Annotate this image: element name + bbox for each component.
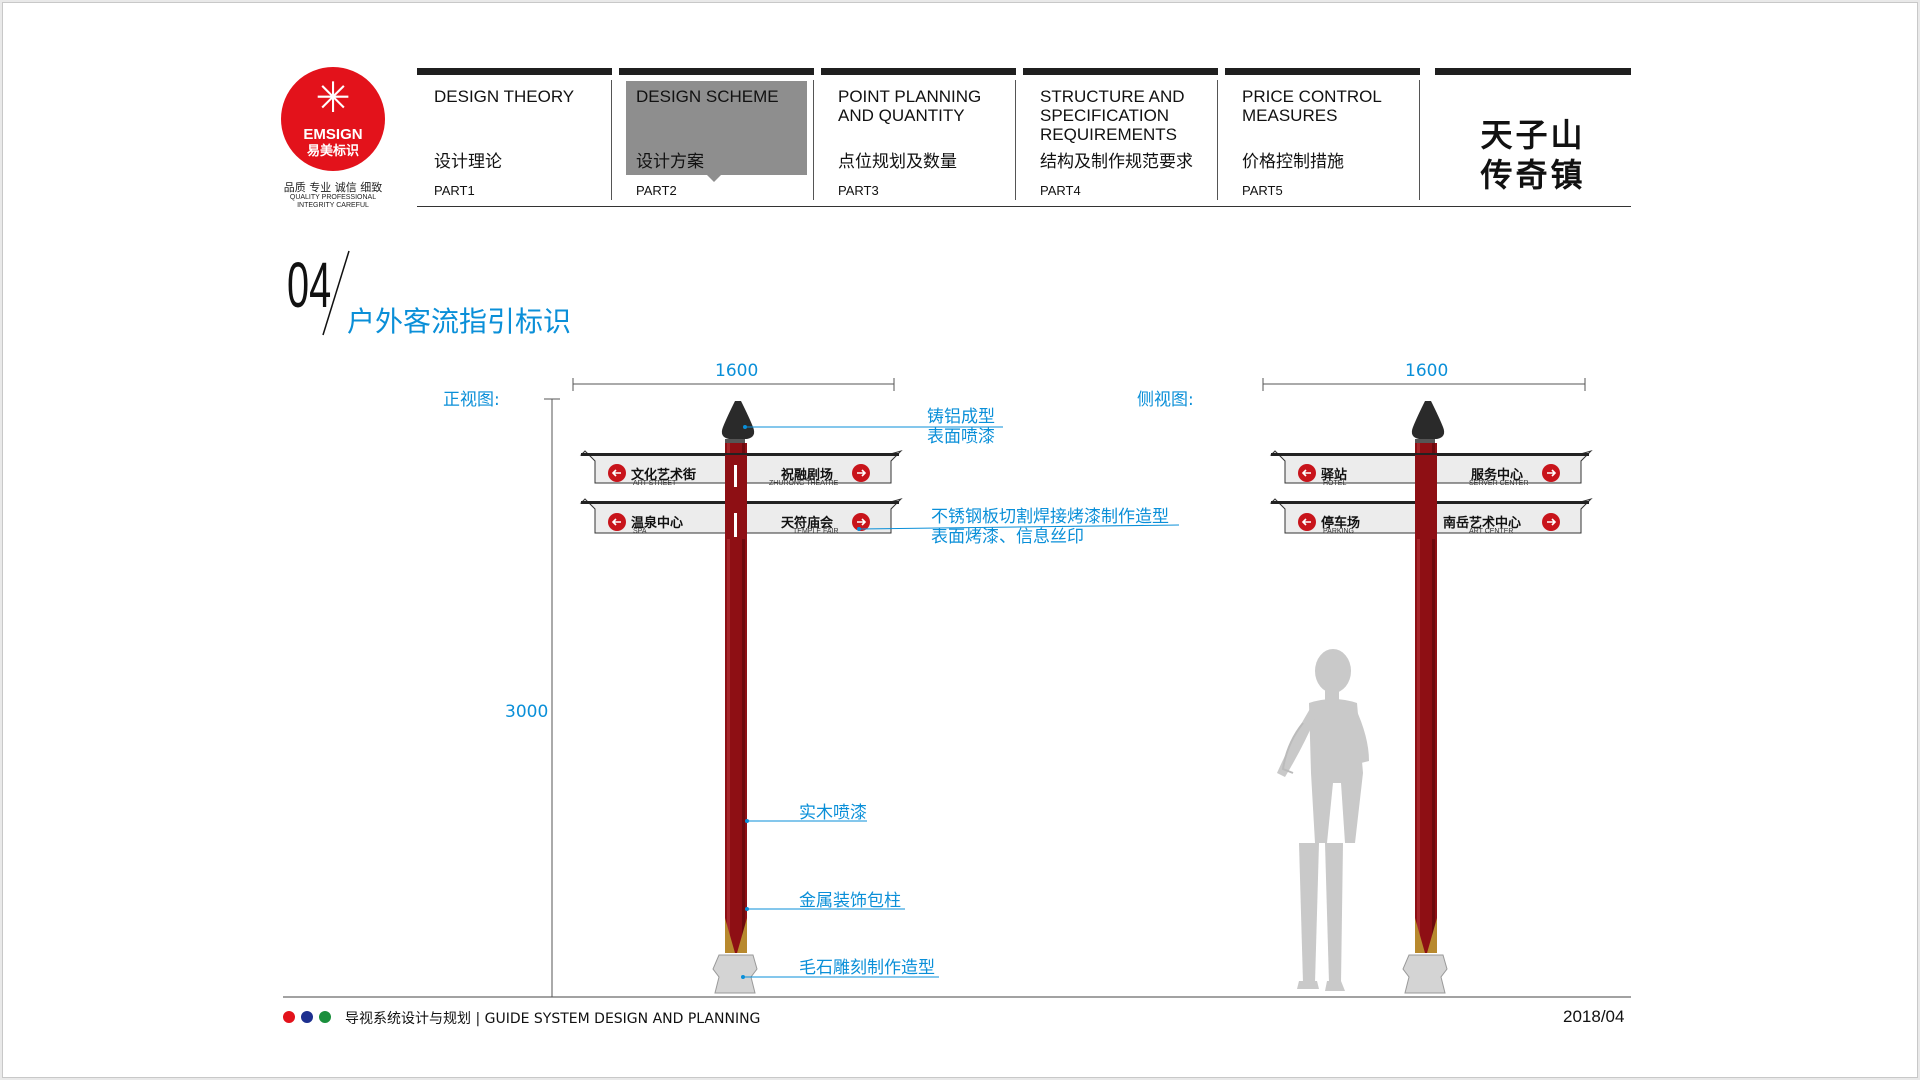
callout-lines [743,426,1180,978]
footer-dot-blue [301,1011,313,1023]
brand-line-1: 天子山 [1480,116,1586,154]
nav-tab-part: PART4 [1040,183,1081,198]
sign-front-bottom-right-en: TEMPLE FAIR [793,528,839,535]
nav-tab-part: PART3 [838,183,879,198]
human-silhouette [1277,649,1369,991]
nav-tab-en: DESIGN THEORY [434,87,575,106]
active-tab-highlight [626,81,807,175]
dim-width-side: 1600 [1405,361,1449,381]
slogan-en: QUALITY PROFESSIONAL INTEGRITY CAREFUL [281,194,385,210]
sunburst-icon: ✳ [315,73,351,122]
sign-side-top-left: 驿站 [1321,468,1348,483]
note-finial-line-2: 表面喷漆 [927,427,995,447]
footer-text: 导视系统设计与规划 | GUIDE SYSTEM DESIGN AND PLAN… [345,1011,761,1027]
note-panel: 不锈钢板切割焊接烤漆制作造型 表面烤漆、信息丝印 [931,507,1169,547]
sign-side-bottom-right: 南岳艺术中心 [1443,516,1522,531]
slogan-en-line-1: QUALITY PROFESSIONAL [289,194,377,201]
nav-tab-cn: 价格控制措施 [1242,152,1344,172]
note-panel-line-2: 表面烤漆、信息丝印 [931,527,1084,547]
dim-height: 3000 [505,702,549,722]
side-signpost [1269,401,1593,994]
logo-cn-text: 易美标识 [306,143,359,158]
sign-front-top-right-en: ZHURONG THEATRE [769,480,839,487]
section-number: 04 [287,249,332,321]
nav-tab-part: PART1 [434,183,475,198]
slogan-en-line-2: INTEGRITY CAREFUL [297,202,369,209]
note-base: 毛石雕刻制作造型 [799,958,935,978]
nav-tab-cn: 设计方案 [636,152,704,172]
note-pole: 实木喷漆 [799,803,867,823]
footer-dot-green [319,1011,331,1023]
nav-tab-cn: 点位规划及数量 [838,152,957,172]
nav-tab-part: PART5 [1242,183,1283,198]
section-title: 户外客流指引标识 [347,305,572,338]
brand-line-2: 传奇镇 [1480,156,1586,194]
note-panel-line-1: 不锈钢板切割焊接烤漆制作造型 [931,507,1169,527]
sign-front-top-right: 祝融剧场 [781,468,834,483]
nav-tab-part3[interactable]: POINT PLANNING AND QUANTITY 点位规划及数量 PART… [821,68,1016,200]
sign-side-top-right: 服务中心 [1471,468,1524,483]
nav-tab-part1[interactable]: DESIGN THEORY 设计理论 PART1 [417,68,612,200]
sign-front-bottom-right: 天符庙会 [781,516,834,531]
footer-dot-red [283,1011,295,1023]
dim-width-front: 1600 [715,361,759,381]
nav-tab-part4[interactable]: STRUCTURE AND SPECIFICATION REQUIREMENTS… [1023,68,1218,200]
sign-side-bottom-left-en: PARKING [1323,528,1354,535]
sign-front-bottom-left: 温泉中心 [631,516,684,531]
sign-side-top-right-en: SERVER CENTER [1469,480,1529,487]
front-signpost [579,401,903,994]
front-view-label: 正视图: [443,390,500,410]
nav-tab-part: PART2 [636,183,677,198]
sign-side-bottom-left: 停车场 [1321,516,1361,531]
nav-tab-en: PRICE CONTROL MEASURES [1242,87,1382,125]
nav-tab-cn: 设计理论 [434,152,502,172]
nav-tab-en: STRUCTURE AND SPECIFICATION REQUIREMENTS [1040,87,1185,144]
slogan-cn: 品质 专业 诚信 细致 [283,181,383,194]
sign-side-top-left-en: HOTEL [1323,480,1347,487]
footer-date: 2018/04 [1563,1007,1625,1026]
note-wrap: 金属装饰包柱 [799,891,901,911]
side-view-label: 侧视图: [1137,390,1194,410]
sign-side-bottom-right-en: ART CENTER [1469,528,1514,535]
nav-tab-cn: 结构及制作规范要求 [1040,152,1193,172]
nav-tab-part5[interactable]: PRICE CONTROL MEASURES 价格控制措施 PART5 [1225,68,1420,200]
section-slash [322,250,350,336]
brand-title: 天子山 传奇镇 [1435,115,1631,195]
nav-tab-en: DESIGN SCHEME [636,87,779,106]
nav-tab-part2[interactable]: DESIGN SCHEME 设计方案 PART2 [619,68,814,200]
emsign-logo: ✳ EMSIGN 易美标识 [281,67,385,171]
sign-front-top-left-en: ART STREET [633,480,677,487]
note-finial-line-1: 铸铝成型 [927,407,995,427]
note-finial: 铸铝成型 表面喷漆 [927,407,995,447]
nav-tab-en: POINT PLANNING AND QUANTITY [838,87,982,125]
signpost-drawing [283,378,1631,998]
logo-en-text: EMSIGN [303,126,363,143]
sign-front-bottom-left-en: SPA [633,528,647,535]
sign-front-top-left: 文化艺术街 [631,468,697,483]
